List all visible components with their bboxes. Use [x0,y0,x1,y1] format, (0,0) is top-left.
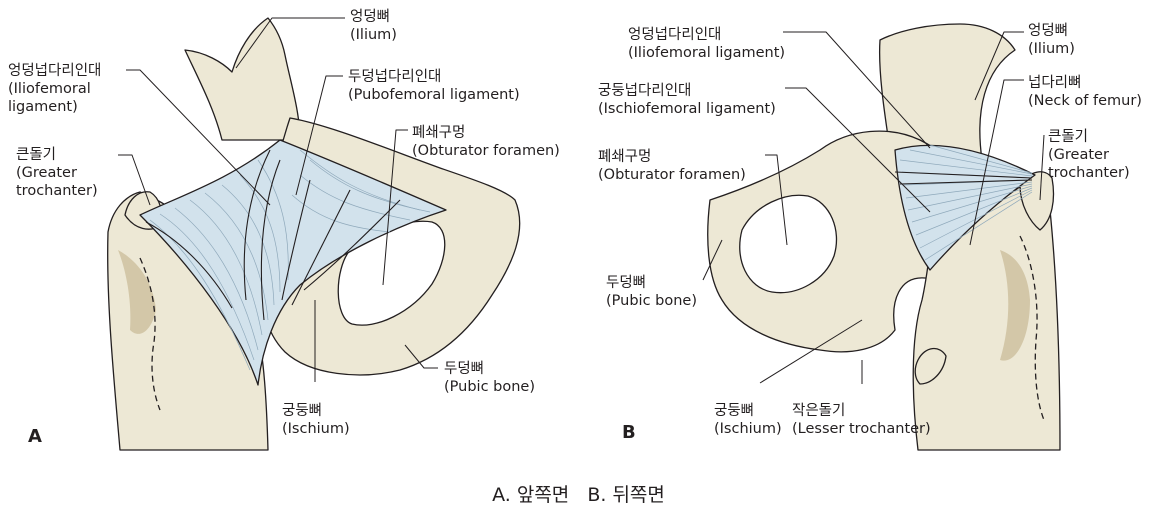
b-label-ischium: 궁둥뼈 (Ischium) [714,403,782,437]
b-label-greater-trochanter: 큰돌기 (Greater trochanter) [1048,129,1130,181]
b-lesser-trochanter-shape [914,347,947,385]
b-obturator-foramen-shape [739,194,838,294]
b-label-pubic-bone: 두덩뼈 (Pubic bone) [606,275,697,309]
b-label-ilium: 엉덩뼈 (Ilium) [1028,23,1075,57]
caption-b: B. 뒤쪽면 [587,484,665,506]
a-label-greater-trochanter: 큰돌기 (Greater trochanter) [16,147,98,199]
b-label-ischiofemoral-ligament: 궁둥넙다리인대 (Ischiofemoral ligament) [598,83,776,117]
b-label-obturator-foramen: 폐쇄구멍 (Obturator foramen) [598,149,746,183]
b-label-neck-of-femur: 넙다리뼈 (Neck of femur) [1028,75,1142,109]
a-label-ilium: 엉덩뼈 (Ilium) [350,9,397,43]
panel-a-letter: A [28,426,42,447]
caption-a: A. 앞쪽면 [492,484,570,506]
a-label-pubofemoral-ligament: 두덩넙다리인대 (Pubofemoral ligament) [348,69,520,103]
a-ligament-sheet [139,139,447,386]
figure-caption: A. 앞쪽면 B. 뒤쪽면 [0,480,1157,507]
a-label-iliofemoral-ligament: 엉덩넙다리인대 (Iliofemoral ligament) [8,63,102,115]
b-ilium-shape [878,23,1016,161]
b-label-iliofemoral-ligament: 엉덩넙다리인대 (Iliofemoral ligament) [628,27,786,61]
b-label-lesser-trochanter: 작은돌기 (Lesser trochanter) [792,403,931,437]
a-label-ischium: 궁둥뼈 (Ischium) [282,403,350,437]
b-greater-trochanter-shape [1019,171,1055,231]
a-ilium-shape [184,17,301,141]
panel-b-letter: B [622,422,636,443]
a-label-obturator-foramen: 폐쇄구멍 (Obturator foramen) [412,125,560,159]
a-label-pubic-bone: 두덩뼈 (Pubic bone) [444,361,535,395]
